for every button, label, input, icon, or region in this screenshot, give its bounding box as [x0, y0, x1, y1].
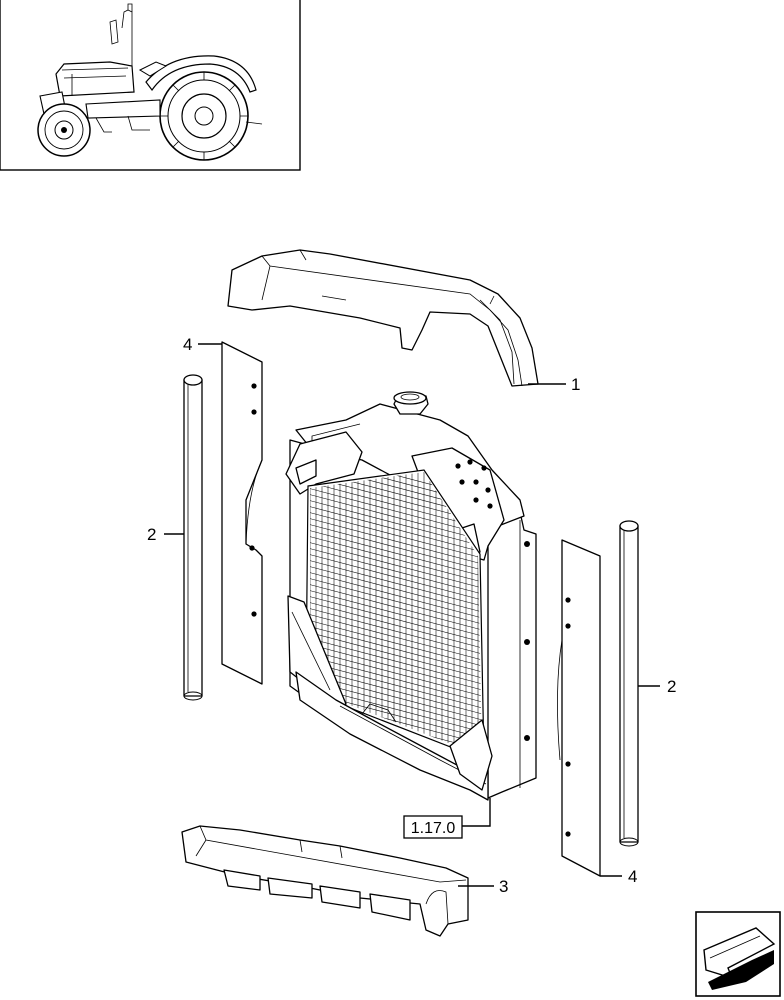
core-mesh-line [310, 605, 482, 657]
callout-4-right: 4 [628, 867, 637, 886]
callout-2-left: 2 [147, 525, 156, 544]
core-mesh-line [310, 569, 482, 621]
left-seal-strip [183, 374, 203, 701]
core-mesh-line [310, 497, 482, 549]
core-mesh-line [310, 593, 482, 645]
core-mesh-line [310, 491, 482, 543]
core-mesh-line [310, 533, 482, 585]
core-mesh-line [310, 509, 482, 561]
core-mesh-line [310, 647, 482, 699]
reference-link-box[interactable]: 1.17.0 [403, 815, 463, 839]
lower-radiator-cowl [181, 825, 469, 937]
core-mesh-line [310, 515, 482, 567]
core-mesh-line [310, 581, 482, 633]
tractor-thumbnail [0, 0, 301, 171]
core-mesh-line [310, 623, 482, 675]
core-mesh-line [310, 521, 482, 573]
left-side-baffle [221, 341, 263, 685]
right-seal-strip [619, 520, 639, 847]
core-mesh-line [310, 539, 482, 591]
core-mesh-line [310, 599, 482, 651]
right-side-baffle [557, 539, 601, 877]
core-mesh-line [310, 527, 482, 579]
tractor-icon [37, 3, 263, 161]
core-mesh-line [310, 557, 482, 609]
core-mesh-line [310, 545, 482, 597]
reference-label[interactable]: 1.17.0 [411, 820, 456, 837]
core-mesh-line [310, 551, 482, 603]
core-mesh-line [310, 503, 482, 555]
core-mesh-line [310, 641, 482, 693]
callout-3: 3 [499, 877, 508, 896]
radiator-assembly [285, 391, 537, 801]
core-mesh-line [310, 563, 482, 615]
callout-2-right: 2 [667, 677, 676, 696]
core-mesh-line [310, 485, 482, 537]
core-mesh-line [310, 653, 482, 705]
callout-1: 1 [571, 375, 580, 394]
core-mesh-line [310, 635, 482, 687]
core-mesh-line [310, 617, 482, 669]
core-mesh-line [310, 587, 482, 639]
leader-lines [164, 343, 660, 887]
core-mesh-line [310, 629, 482, 681]
next-page-arrow-icon[interactable] [695, 911, 781, 997]
core-mesh-line [310, 611, 482, 663]
callout-4-left: 4 [183, 335, 192, 354]
core-mesh-line [310, 575, 482, 627]
upper-radiator-cowl [227, 249, 539, 387]
